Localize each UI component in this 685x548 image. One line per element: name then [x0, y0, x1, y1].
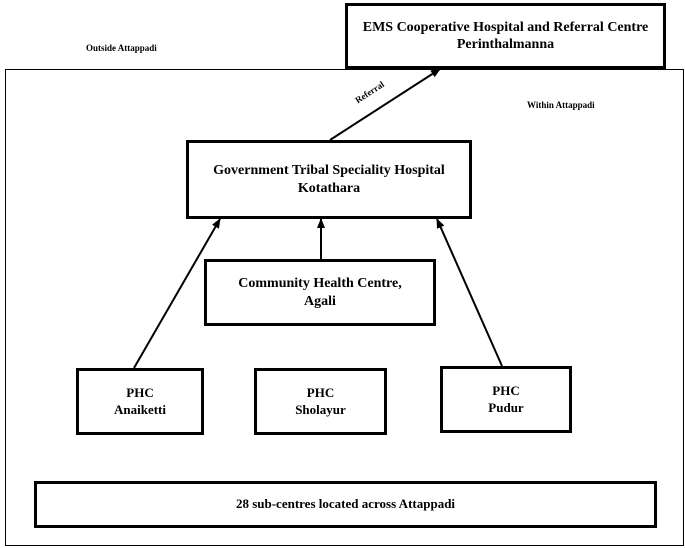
outside-attappadi-label: Outside Attappadi	[86, 43, 157, 53]
arrow-gtsh-to-ems	[329, 68, 441, 141]
phc-sholayur-type: PHC	[306, 385, 335, 401]
subcentres-label: 28 sub-centres located across Attappadi	[235, 496, 456, 512]
phc-pudur-node: PHC Pudur	[440, 366, 572, 433]
ems-hospital-node: EMS Cooperative Hospital and Referral Ce…	[345, 3, 666, 69]
within-attappadi-region	[5, 69, 684, 546]
subcentres-node: 28 sub-centres located across Attappadi	[34, 481, 657, 528]
within-attappadi-label: Within Attappadi	[527, 100, 595, 110]
chc-node: Community Health Centre, Agali	[204, 259, 436, 326]
arrow-pudur-to-gtsh	[436, 218, 503, 367]
phc-anaiketti-type: PHC	[126, 385, 154, 401]
phc-sholayur-location: Sholayur	[295, 401, 346, 417]
chc-location: Agali	[304, 293, 336, 309]
phc-anaiketti-location: Anaiketti	[114, 401, 166, 417]
gtsh-location: Kotathara	[297, 180, 361, 196]
phc-sholayur-node: PHC Sholayur	[254, 368, 387, 435]
ems-hospital-name: EMS Cooperative Hospital and Referral Ce…	[362, 19, 649, 35]
phc-pudur-type: PHC	[492, 383, 520, 399]
chc-name: Community Health Centre,	[238, 276, 402, 291]
phc-anaiketti-node: PHC Anaiketti	[76, 368, 204, 435]
gtsh-node: Government Tribal Speciality Hospital Ko…	[186, 140, 472, 219]
arrow-anaiketti-to-gtsh	[133, 218, 221, 369]
phc-pudur-location: Pudur	[488, 399, 524, 415]
ems-hospital-location: Perinthalmanna	[456, 37, 555, 52]
gtsh-name: Government Tribal Speciality Hospital	[213, 163, 445, 178]
